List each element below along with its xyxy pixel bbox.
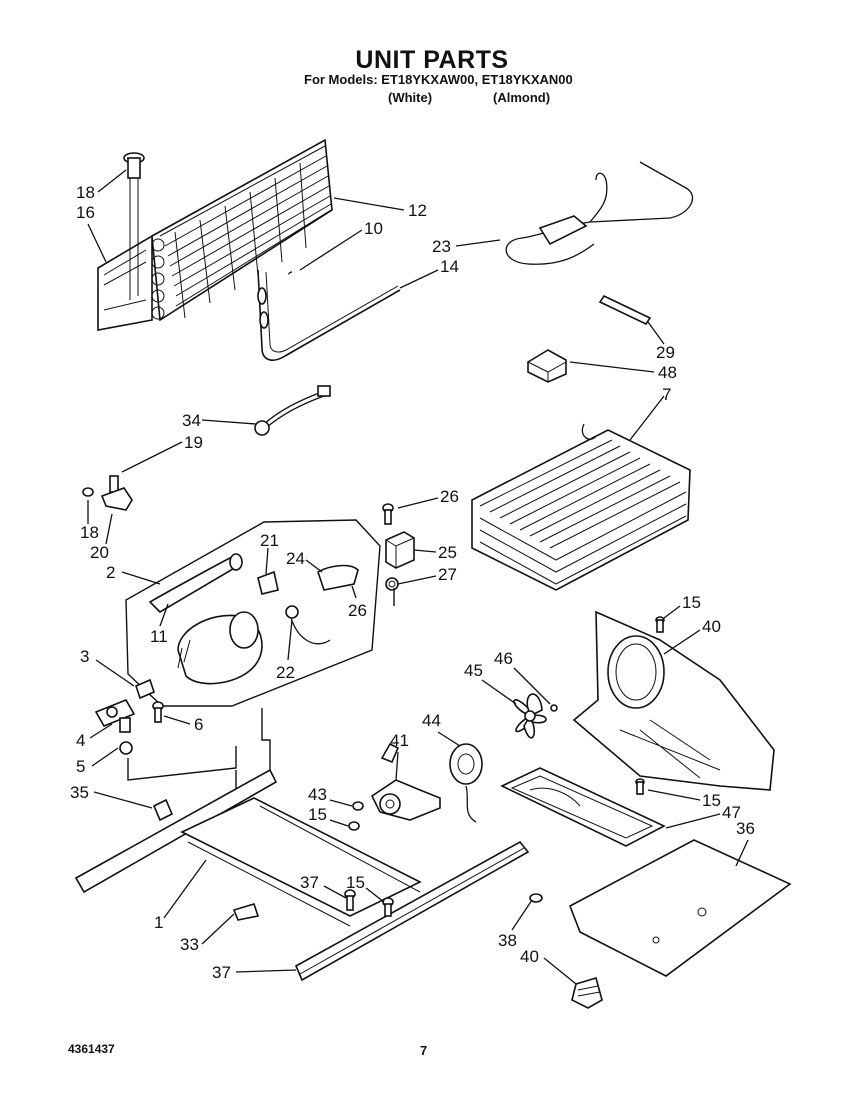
callout-29: 26	[440, 487, 459, 506]
clip-31-part	[232, 903, 260, 921]
cover-plate-part	[568, 839, 792, 977]
drain-pan-part	[500, 767, 666, 847]
callout-16: 16	[76, 203, 95, 222]
callout-18: 18	[76, 183, 95, 202]
callout-32: 35	[70, 783, 89, 802]
page-title: UNIT PARTS	[355, 46, 509, 74]
document-number: 4361437	[68, 1042, 115, 1056]
callout-26: 26	[348, 601, 367, 620]
compressor-assembly-group	[125, 519, 381, 707]
callout-labels: 18 16 12 10 23 14 29 48 7 34 19 26 18 20…	[70, 169, 755, 985]
power-cord-part	[254, 385, 331, 436]
callout-47: 47	[722, 803, 741, 822]
screws-lower-part	[344, 889, 543, 917]
callout-48: 48	[658, 363, 677, 382]
callout-19: 18	[80, 523, 99, 542]
callout-2: 2	[106, 563, 115, 582]
page-number: 7	[420, 1043, 428, 1058]
fan-motor-part	[449, 743, 483, 823]
callout-30: 29	[656, 343, 675, 362]
callout-21: 19	[184, 433, 203, 452]
callout-1: 1	[154, 913, 163, 932]
clip-32-part	[152, 798, 174, 822]
clamp-part	[82, 475, 133, 511]
callout-31: 33	[180, 935, 199, 954]
callout-15-mid: 15	[308, 805, 327, 824]
mounting-parts	[94, 678, 237, 781]
model-numbers: For Models: ET18YKXAW00, ET18YKXAN00	[304, 72, 573, 87]
callout-24: 23	[432, 237, 451, 256]
callout-44: 43	[308, 785, 327, 804]
callout-15-top: 15	[682, 593, 701, 612]
callout-22: 21	[260, 531, 279, 550]
callout-7: 7	[662, 385, 671, 404]
variant-almond: (Almond)	[493, 90, 551, 105]
callout-4: 4	[76, 731, 85, 750]
callout-37: 38	[498, 931, 517, 950]
callout-43: 44	[422, 711, 441, 730]
callout-46: 46	[494, 649, 513, 668]
fan-blade-part	[513, 693, 558, 739]
variant-white: (White)	[388, 90, 433, 105]
callout-6: 6	[194, 715, 203, 734]
evaporator-coil-part	[471, 423, 691, 591]
callout-15-right: 15	[702, 791, 721, 810]
callout-15-low: 15	[346, 873, 365, 892]
callout-5: 5	[76, 757, 85, 776]
callout-11: 11	[150, 627, 168, 646]
condenser-coil-part	[97, 138, 333, 331]
relay-part	[385, 531, 415, 569]
callout-23: 22	[276, 663, 295, 682]
base-rail-part	[74, 768, 530, 982]
fan-bracket-part	[348, 742, 441, 831]
callout-25: 24	[286, 549, 305, 568]
callout-33: 34	[182, 411, 201, 430]
callout-45: 45	[464, 661, 483, 680]
callout-10: 10	[364, 219, 383, 238]
callout-27: 25	[438, 543, 457, 562]
fan-shroud-part	[572, 610, 775, 795]
callout-3: 3	[80, 647, 89, 666]
callout-38: 40	[520, 947, 539, 966]
capillary-tube-part	[505, 161, 694, 265]
screw-29-part	[382, 503, 394, 525]
foam-block-part	[527, 349, 567, 383]
callout-34: 36	[736, 819, 755, 838]
callout-20: 20	[90, 543, 109, 562]
grommet-28-part	[385, 577, 399, 591]
callout-41: 41	[390, 731, 409, 750]
callout-14: 14	[440, 257, 459, 276]
thermistor-part	[598, 294, 652, 326]
callout-12: 12	[408, 201, 427, 220]
callout-36: 37	[300, 873, 319, 892]
callout-35: 37	[212, 963, 231, 982]
heater-loop-part	[257, 269, 401, 361]
spring-part	[571, 976, 603, 1009]
callout-28: 27	[438, 565, 457, 584]
callout-40: 40	[702, 617, 721, 636]
